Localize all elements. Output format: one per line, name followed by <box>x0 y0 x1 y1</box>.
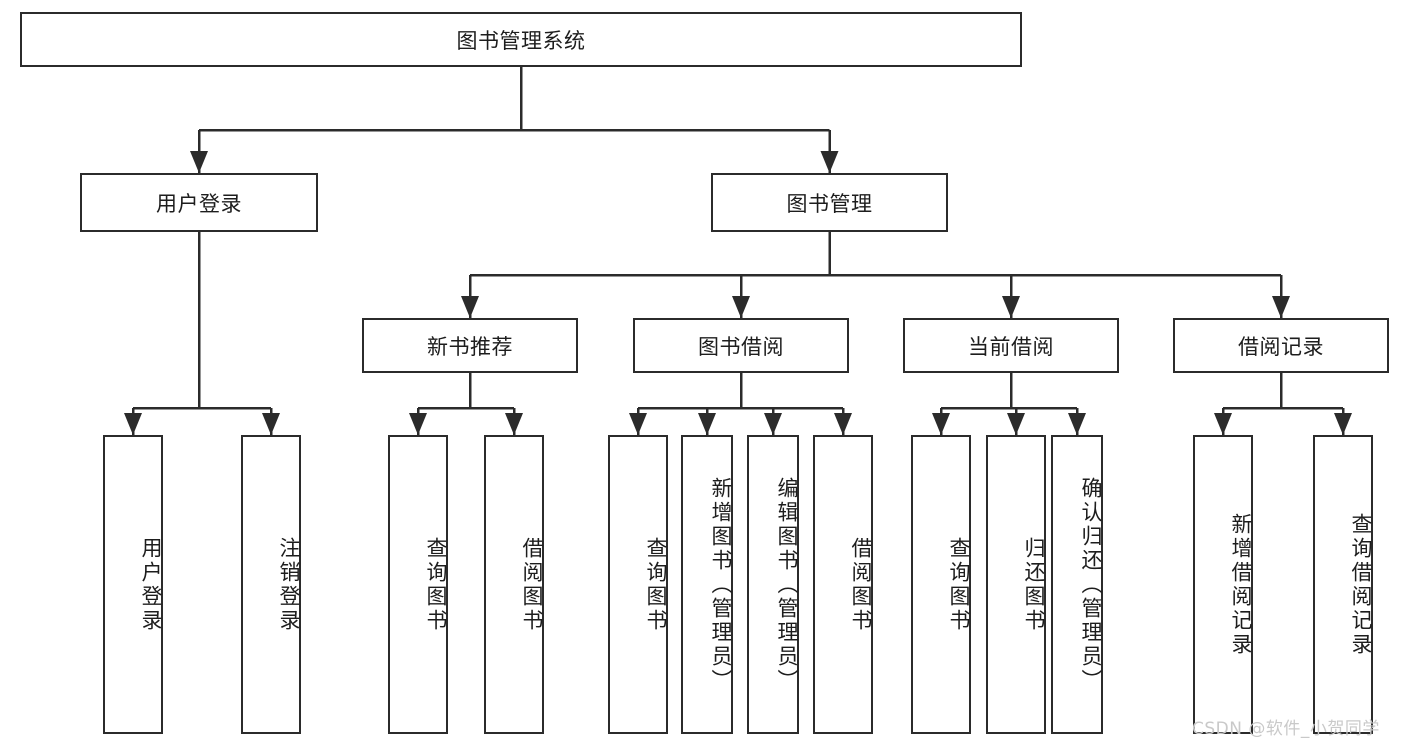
node-leaf-query-book-2[interactable]: 查询图书 <box>608 435 668 734</box>
node-label: 用户登录 <box>156 191 242 216</box>
node-leaf-borrow-book-2[interactable]: 借阅图书 <box>813 435 873 734</box>
node-label: 新书推荐 <box>427 334 513 359</box>
node-label: 确认归还（管理员） <box>1079 476 1103 693</box>
node-label: 新增图书（管理员） <box>709 476 733 693</box>
node-label: 用户登录 <box>139 536 163 633</box>
node-book-manage[interactable]: 图书管理 <box>711 173 948 232</box>
node-label: 查询图书 <box>947 536 971 633</box>
node-label: 当前借阅 <box>968 334 1054 359</box>
node-leaf-confirm-return[interactable]: 确认归还（管理员） <box>1051 435 1103 734</box>
node-leaf-query-record[interactable]: 查询借阅记录 <box>1313 435 1373 734</box>
node-leaf-borrow-book-1[interactable]: 借阅图书 <box>484 435 544 734</box>
watermark-text: CSDN @软件_小贺同学 <box>1192 719 1380 739</box>
node-label: 查询图书 <box>424 536 448 633</box>
node-leaf-edit-book[interactable]: 编辑图书（管理员） <box>747 435 799 734</box>
node-label: 借阅图书 <box>849 536 873 633</box>
node-label: 查询图书 <box>644 536 668 633</box>
node-label: 图书管理系统 <box>456 28 586 53</box>
node-label: 归还图书 <box>1022 536 1046 633</box>
node-leaf-user-login[interactable]: 用户登录 <box>103 435 163 734</box>
node-borrow-record[interactable]: 借阅记录 <box>1173 318 1389 373</box>
node-root[interactable]: 图书管理系统 <box>20 12 1022 67</box>
node-leaf-query-book-3[interactable]: 查询图书 <box>911 435 971 734</box>
node-user-login[interactable]: 用户登录 <box>80 173 318 232</box>
node-leaf-add-record[interactable]: 新增借阅记录 <box>1193 435 1253 734</box>
node-new-book-rec[interactable]: 新书推荐 <box>362 318 578 373</box>
node-label: 借阅图书 <box>520 536 544 633</box>
node-label: 查询借阅记录 <box>1349 512 1373 657</box>
node-label: 图书管理 <box>786 191 873 216</box>
node-leaf-return-book[interactable]: 归还图书 <box>986 435 1046 734</box>
node-book-borrow[interactable]: 图书借阅 <box>633 318 849 373</box>
node-label: 编辑图书（管理员） <box>775 476 799 693</box>
node-leaf-add-book[interactable]: 新增图书（管理员） <box>681 435 733 734</box>
node-leaf-query-book-1[interactable]: 查询图书 <box>388 435 448 734</box>
node-label: 新增借阅记录 <box>1229 512 1253 657</box>
node-current-borrow[interactable]: 当前借阅 <box>903 318 1119 373</box>
node-label: 图书借阅 <box>698 334 784 359</box>
node-leaf-user-logout[interactable]: 注销登录 <box>241 435 301 734</box>
node-label: 借阅记录 <box>1238 334 1324 359</box>
node-label: 注销登录 <box>277 536 301 633</box>
